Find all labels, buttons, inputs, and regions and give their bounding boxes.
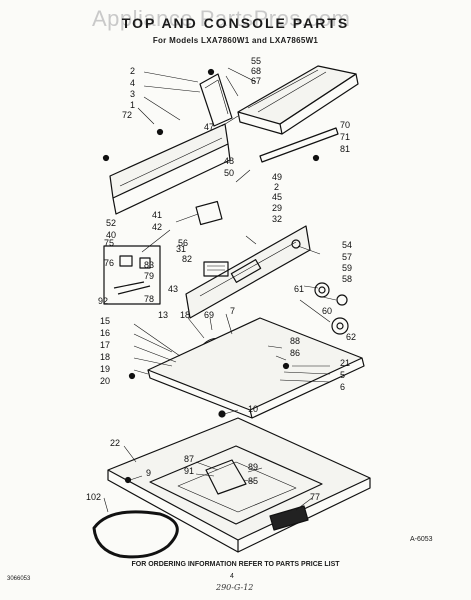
callout-49: 49 bbox=[272, 172, 282, 182]
callout-22: 22 bbox=[110, 438, 120, 448]
callout-72: 72 bbox=[122, 110, 132, 120]
callout-85: 85 bbox=[248, 476, 258, 486]
main-top bbox=[107, 417, 371, 541]
ordering-note: FOR ORDERING INFORMATION REFER TO PARTS … bbox=[131, 561, 340, 568]
switch-module bbox=[203, 261, 229, 277]
callout-1: 1 bbox=[130, 100, 135, 110]
callout-52: 52 bbox=[106, 218, 116, 228]
switch-parts-inset bbox=[103, 245, 161, 305]
callout-68: 68 bbox=[251, 66, 261, 76]
callout-83: 83 bbox=[144, 260, 154, 270]
handwritten-note: 290-G-12 bbox=[216, 583, 254, 592]
lid-hinge bbox=[205, 459, 247, 495]
callout-43: 43 bbox=[168, 284, 178, 294]
callout-55: 55 bbox=[251, 56, 261, 66]
trim-strip bbox=[259, 127, 339, 163]
callout-15: 15 bbox=[100, 316, 110, 326]
callout-54: 54 bbox=[342, 240, 352, 250]
page-number: 4 bbox=[230, 573, 234, 580]
callout-2-lower: 2 bbox=[274, 182, 279, 192]
callout-87: 87 bbox=[184, 454, 194, 464]
callout-18-upper: 18 bbox=[180, 310, 190, 320]
callout-76: 76 bbox=[104, 258, 114, 268]
diagram-subtitle: For Models LXA7860W1 and LXA7865W1 bbox=[152, 36, 319, 45]
lid-opening bbox=[149, 445, 323, 525]
callout-16: 16 bbox=[100, 328, 110, 338]
callout-17: 17 bbox=[100, 340, 110, 350]
back-panel bbox=[109, 123, 229, 199]
callout-67: 67 bbox=[251, 76, 261, 86]
callout-42: 42 bbox=[152, 222, 162, 232]
callout-29: 29 bbox=[272, 203, 282, 213]
callout-92: 92 bbox=[98, 296, 108, 306]
diagram-code: A-6053 bbox=[410, 536, 433, 543]
callout-58: 58 bbox=[342, 274, 352, 284]
timer-module bbox=[195, 200, 223, 226]
callout-88: 88 bbox=[290, 336, 300, 346]
callout-56: 56 bbox=[178, 238, 188, 248]
callout-70: 70 bbox=[340, 120, 350, 130]
callout-6: 6 bbox=[340, 382, 345, 392]
door-gasket bbox=[92, 510, 179, 559]
callout-10: 10 bbox=[248, 404, 258, 414]
callout-77: 77 bbox=[310, 492, 320, 502]
callout-13: 13 bbox=[158, 310, 168, 320]
callout-59: 59 bbox=[342, 263, 352, 273]
top-cover bbox=[147, 317, 363, 411]
callout-2: 2 bbox=[130, 66, 135, 76]
callout-50: 50 bbox=[224, 168, 234, 178]
callout-61: 61 bbox=[294, 284, 304, 294]
callout-91: 91 bbox=[184, 466, 194, 476]
knob bbox=[336, 294, 348, 306]
callout-31: 31 bbox=[176, 244, 186, 254]
callout-7: 7 bbox=[230, 306, 235, 316]
callout-89: 89 bbox=[248, 462, 258, 472]
callout-9: 9 bbox=[146, 468, 151, 478]
callout-71: 71 bbox=[340, 132, 350, 142]
callout-48: 48 bbox=[224, 156, 234, 166]
callout-62: 62 bbox=[346, 332, 356, 342]
callout-60: 60 bbox=[322, 306, 332, 316]
callout-81: 81 bbox=[340, 144, 350, 154]
control-panel bbox=[185, 225, 311, 319]
callout-32: 32 bbox=[272, 214, 282, 224]
callout-45: 45 bbox=[272, 192, 282, 202]
callout-numbers: 55 68 67 2 4 3 1 72 47 70 71 81 48 50 49… bbox=[86, 56, 356, 502]
callout-21: 21 bbox=[340, 358, 350, 368]
dial bbox=[331, 317, 349, 335]
watermark: Appliance PartsPros.com bbox=[92, 6, 351, 31]
callout-18: 18 bbox=[100, 352, 110, 362]
side-code: 3066053 bbox=[7, 576, 31, 582]
callout-102: 102 bbox=[86, 492, 101, 502]
callout-82: 82 bbox=[182, 254, 192, 264]
callout-78: 78 bbox=[144, 294, 154, 304]
hinge-bracket bbox=[269, 505, 309, 531]
callout-75: 75 bbox=[104, 238, 114, 248]
callout-20: 20 bbox=[100, 376, 110, 386]
callout-47: 47 bbox=[204, 122, 214, 132]
knob bbox=[314, 282, 330, 298]
callout-40: 40 bbox=[106, 230, 116, 240]
callout-57: 57 bbox=[342, 252, 352, 262]
diagram-title: TOP AND CONSOLE PARTS bbox=[121, 15, 350, 31]
callout-5: 5 bbox=[340, 370, 345, 380]
callout-4: 4 bbox=[130, 78, 135, 88]
callout-86: 86 bbox=[290, 348, 300, 358]
callout-41: 41 bbox=[152, 210, 162, 220]
end-cap-bracket bbox=[199, 73, 233, 127]
callout-79: 79 bbox=[144, 271, 154, 281]
callout-3: 3 bbox=[130, 89, 135, 99]
callout-19: 19 bbox=[100, 364, 110, 374]
callout-69: 69 bbox=[204, 310, 214, 320]
